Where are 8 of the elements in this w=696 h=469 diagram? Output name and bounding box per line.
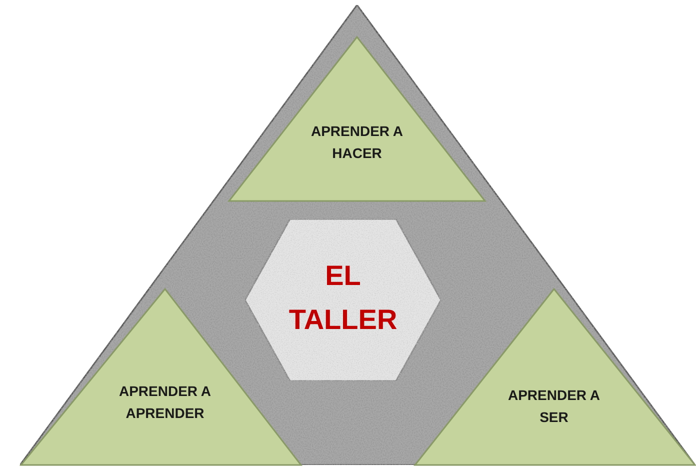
hexagon-shape: [244, 218, 442, 382]
label-text: APRENDER A APRENDER: [118, 382, 212, 423]
label-text: APRENDER A HACER: [310, 122, 404, 163]
triangle-shape: [414, 288, 696, 466]
label-text: APRENDER A SER: [506, 386, 602, 427]
pyramid-triangle: [18, 4, 696, 466]
triangle-shape: [228, 36, 486, 202]
center-title: EL TALLER: [288, 259, 398, 337]
